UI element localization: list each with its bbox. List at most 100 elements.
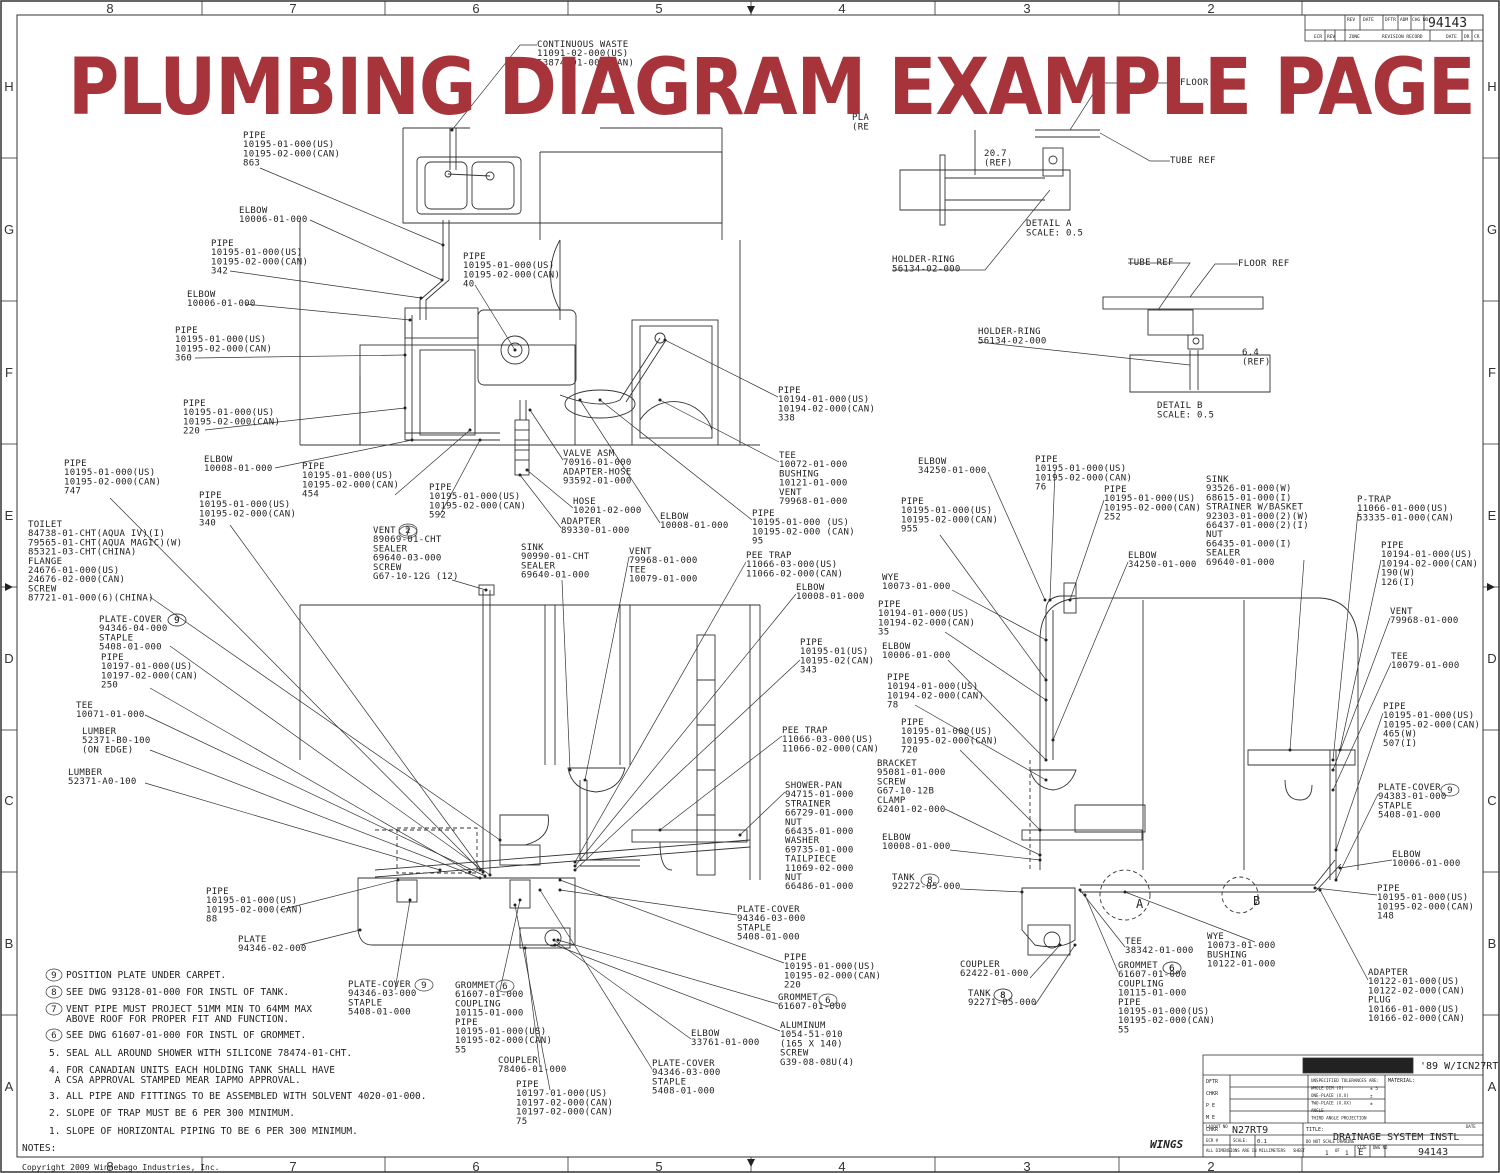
leader-dot xyxy=(598,398,602,402)
leader-r24 xyxy=(1124,891,1256,943)
leader-dot xyxy=(450,128,454,132)
zone-label-side: A xyxy=(1488,1079,1497,1094)
leader-c11 xyxy=(439,439,481,516)
leader-dot xyxy=(1044,778,1048,782)
note-item: 1. SLOPE OF HORIZONTAL PIPING TO BE 6 PE… xyxy=(49,1126,358,1137)
leader-dot xyxy=(738,833,742,837)
detail-marker: B xyxy=(1253,894,1260,908)
leader-dot xyxy=(658,828,662,832)
leader-dot xyxy=(498,838,502,842)
zone-label-side: H xyxy=(4,79,13,94)
zone-label-side: C xyxy=(1487,793,1496,808)
title-row-label: CHKR xyxy=(1206,1127,1219,1133)
zone-label-top: 7 xyxy=(289,1,296,16)
title-block-field-label: SHEET xyxy=(1293,1148,1306,1153)
zone-label-side: G xyxy=(1487,222,1497,237)
revision-header: DATE xyxy=(1363,17,1374,23)
note-item: 2. SLOPE OF TRAP MUST BE 6 PER 300 MINIM… xyxy=(49,1108,295,1119)
leader-dot xyxy=(1318,888,1322,892)
zone-label-top: 5 xyxy=(655,1159,662,1173)
zone-label-top: 7 xyxy=(289,1159,296,1173)
zone-label-side: C xyxy=(4,793,13,808)
leader-c24 xyxy=(584,556,630,781)
note-marker-outline xyxy=(398,523,418,537)
note-marker-outline xyxy=(414,978,434,992)
zone-label-top: 2 xyxy=(1207,1,1214,16)
leader-r18 xyxy=(1335,793,1379,881)
leader-c19 xyxy=(109,497,481,871)
leader-r1 xyxy=(987,471,1046,601)
note-marker-number: 6 xyxy=(1169,964,1175,974)
zone-label-side: B xyxy=(1488,936,1497,951)
leader-dot xyxy=(1334,848,1338,852)
zone-label-side: E xyxy=(1488,508,1497,523)
leader-c37 xyxy=(394,899,411,991)
leader-dot xyxy=(573,868,577,872)
leader-r6 xyxy=(1332,511,1359,761)
note-item-marker xyxy=(45,968,63,982)
leader-dot xyxy=(1331,788,1335,792)
note-marker-outline xyxy=(167,613,187,627)
drawing-title: DRAINAGE SYSTEM INSTL xyxy=(1333,1132,1459,1143)
zone-label-top: 3 xyxy=(1023,1159,1030,1173)
revision-row-label: ECR xyxy=(1314,34,1322,40)
revision-doc-number: 94143 xyxy=(1428,16,1467,31)
leader-r20 xyxy=(1339,859,1393,869)
leader-r8 xyxy=(951,589,1047,641)
title-block-field-label: DWG NO xyxy=(1373,1145,1388,1150)
leader-dot xyxy=(552,938,556,942)
note-item: 3. ALL PIPE AND FITTINGS TO BE ASSEMBLED… xyxy=(49,1091,427,1102)
center-arrow xyxy=(1487,583,1495,591)
note-item-marker-number: 7 xyxy=(51,1005,57,1015)
note-item: POSITION PLATE UNDER CARPET. xyxy=(66,970,226,981)
leader-dot xyxy=(481,870,485,874)
model-name: '89 W/ICN27RT xyxy=(1420,1061,1498,1072)
leader-dot xyxy=(1051,738,1055,742)
leader-c25 xyxy=(574,561,747,863)
leader-dot xyxy=(573,860,577,864)
leader-c45 xyxy=(539,889,653,1070)
leader-c9 xyxy=(394,429,471,496)
leader-c6 xyxy=(194,354,406,359)
material-label: MATERIAL: xyxy=(1388,1078,1415,1084)
dims-note: ALL DIMENSIONS ARE IN MILLIMETERS xyxy=(1206,1148,1286,1153)
note-marker-number: 8 xyxy=(1000,991,1006,1001)
leader-dot xyxy=(1313,886,1317,890)
leader-r16 xyxy=(959,749,1041,831)
zone-label-side: H xyxy=(1487,79,1496,94)
zone-label-top: 6 xyxy=(472,1,479,16)
leader-dot xyxy=(1044,638,1048,642)
leader-dot xyxy=(419,296,423,300)
leader-c1 xyxy=(451,44,537,131)
note-item-marker-number: 9 xyxy=(51,971,57,981)
leader-r27 xyxy=(1319,889,1369,981)
zone-label-top: 4 xyxy=(838,1159,845,1173)
leader-dot xyxy=(1338,866,1342,870)
